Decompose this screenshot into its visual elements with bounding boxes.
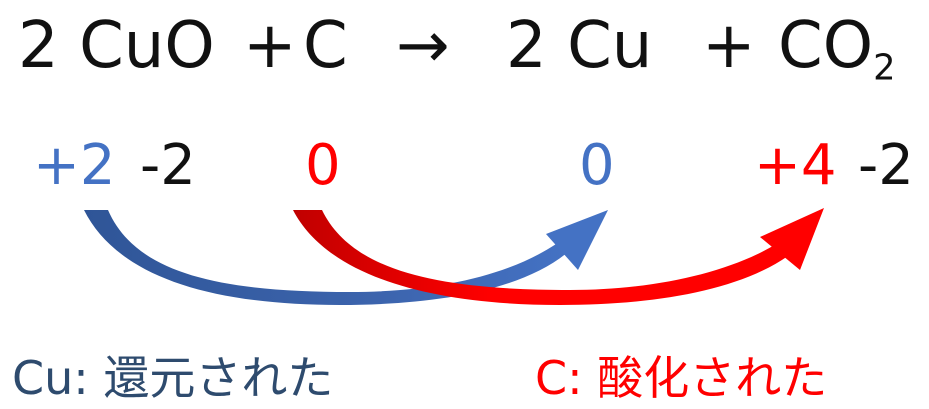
oxidation-arrow-head bbox=[760, 208, 824, 270]
product-cu: 2 Cu bbox=[506, 9, 653, 83]
reactant-cuo: 2 CuO bbox=[18, 9, 215, 83]
c-oxidized-text: 酸化された bbox=[597, 351, 828, 405]
ox-number-cu-product: 0 bbox=[579, 133, 615, 198]
cu-colon: : bbox=[73, 351, 89, 405]
co2-formula: CO bbox=[778, 9, 874, 83]
cu-reduced-text: 還元された bbox=[103, 351, 334, 405]
cu-reduced-label: Cu: 還元された bbox=[12, 355, 333, 401]
oxidation-arrow-body bbox=[293, 210, 790, 305]
plus-sign-2: + bbox=[702, 9, 756, 83]
ox-number-o-reactant: -2 bbox=[140, 133, 196, 198]
c-colon: : bbox=[567, 351, 583, 405]
ox-number-o-product: -2 bbox=[858, 133, 914, 198]
c-element-label: C bbox=[535, 351, 568, 405]
reduction-arrow-body bbox=[84, 210, 572, 305]
plus-sign-1: + bbox=[243, 9, 297, 83]
reactant-c: C bbox=[303, 9, 348, 83]
ox-number-c-reactant: 0 bbox=[305, 133, 341, 198]
cu-element-label: Cu bbox=[12, 351, 74, 405]
reduction-arrow bbox=[84, 210, 608, 305]
oxidation-arrow bbox=[293, 208, 824, 305]
ox-number-cu-reactant: +2 bbox=[33, 133, 116, 198]
co2-subscript: 2 bbox=[873, 47, 896, 89]
reaction-arrow: → bbox=[396, 9, 450, 83]
c-oxidized-label: C: 酸化された bbox=[535, 355, 827, 401]
ox-number-c-product: +4 bbox=[754, 133, 837, 198]
reduction-arrow-head bbox=[546, 210, 608, 270]
product-co2: CO2 bbox=[778, 14, 895, 85]
